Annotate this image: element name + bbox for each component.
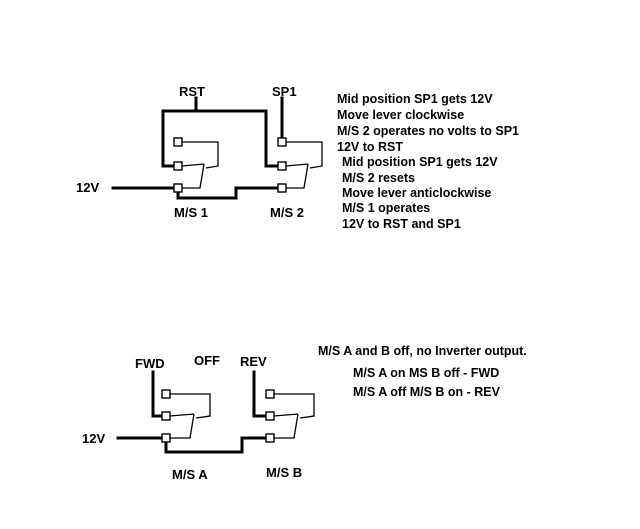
ms1-body [181,141,219,189]
top-supply-label: 12V [76,180,99,195]
msa-terminal-com [161,433,171,443]
rev-wire [252,370,272,418]
top-note-6: M/S 2 resets [342,171,415,185]
bottom-note-2: M/S A on MS B off - FWD [353,366,499,380]
top-note-9: 12V to RST and SP1 [342,217,461,231]
ms2-body [285,141,323,189]
top-circuit: RST SP1 12V M/S 1 M/S 2 [76,84,323,220]
microswitch-a [161,389,211,443]
microswitch-2 [277,137,323,193]
rst-to-ms2-wire [194,109,284,168]
top-note-8: M/S 1 operates [342,201,430,215]
ms2-terminal-com [277,183,287,193]
microswitch-1 [173,137,219,193]
rst-label: RST [179,84,205,99]
microswitch-b [265,389,315,443]
top-note-4: 12V to RST [337,140,403,154]
bottom-supply-label: 12V [82,431,105,446]
msa-label: M/S A [172,467,208,482]
ms2-terminal-no [277,137,287,147]
top-note-7: Move lever anticlockwise [342,186,491,200]
msb-label: M/S B [266,465,302,480]
msa-body [169,393,211,439]
msb-body [273,393,315,439]
off-label: OFF [194,353,220,368]
msa-terminal-no [161,389,171,399]
rst-wire [161,96,198,168]
msb-terminal-nc [265,411,275,421]
ms1-label: M/S 1 [174,205,208,220]
msb-terminal-no [265,389,275,399]
ms2-label: M/S 2 [270,205,304,220]
ms1-terminal-com [173,183,183,193]
bottom-note-1: M/S A and B off, no Inverter output. [318,344,527,358]
fwd-label: FWD [135,356,165,371]
top-notes: Mid position SP1 gets 12V Move lever clo… [337,92,519,231]
msb-terminal-com [265,433,275,443]
top-note-2: Move lever clockwise [337,108,464,122]
bottom-notes: M/S A and B off, no Inverter output. M/S… [318,344,527,399]
msa-to-msb-wire [164,436,272,454]
sp1-label: SP1 [272,84,297,99]
ms1-terminal-nc [173,161,183,171]
top-note-3: M/S 2 operates no volts to SP1 [337,124,519,138]
ms1-terminal-no [173,137,183,147]
msa-terminal-nc [161,411,171,421]
rev-label: REV [240,354,267,369]
top-note-5: Mid position SP1 gets 12V [342,155,498,169]
top-note-1: Mid position SP1 gets 12V [337,92,493,106]
ms2-terminal-nc [277,161,287,171]
bottom-circuit: FWD OFF REV 12V M/S A M/S B [82,353,315,482]
bottom-note-3: M/S A off M/S B on - REV [353,385,501,399]
ms1-to-ms2-wire [176,186,284,200]
